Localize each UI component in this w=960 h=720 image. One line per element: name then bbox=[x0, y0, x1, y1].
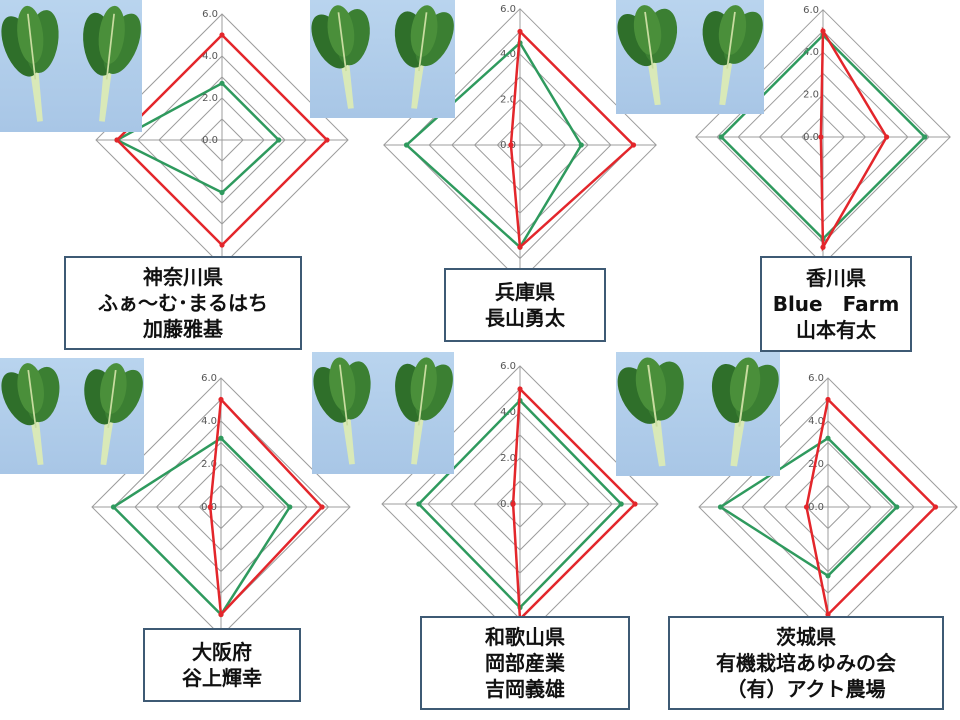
tick-label: 0.0 bbox=[808, 502, 824, 513]
tick-label: 0.0 bbox=[202, 135, 218, 146]
tick-label: 6.0 bbox=[500, 361, 516, 372]
leafy-greens-icon bbox=[1, 5, 141, 122]
tick-label: 6.0 bbox=[808, 373, 824, 384]
data-point bbox=[517, 28, 523, 35]
tick-label: 4.0 bbox=[202, 51, 218, 62]
data-point bbox=[932, 504, 939, 510]
tick-label: 2.0 bbox=[202, 93, 218, 104]
data-point bbox=[825, 573, 831, 579]
data-point bbox=[510, 501, 516, 507]
tick-label: 6.0 bbox=[202, 9, 218, 20]
data-point bbox=[818, 134, 824, 140]
data-point bbox=[517, 244, 523, 250]
data-point bbox=[894, 504, 900, 510]
label-line: 加藤雅基 bbox=[143, 317, 223, 341]
data-point bbox=[517, 386, 523, 392]
vegetable-photo bbox=[616, 0, 764, 114]
data-point bbox=[922, 134, 928, 140]
data-point bbox=[219, 32, 225, 38]
tick-label: 6.0 bbox=[201, 373, 217, 384]
producer-label: 和歌山県岡部産業吉岡義雄 bbox=[420, 616, 630, 710]
label-line: 香川県 bbox=[806, 266, 866, 290]
label-line: Blue Farm bbox=[772, 292, 900, 316]
data-point bbox=[114, 137, 120, 143]
data-point bbox=[820, 244, 826, 250]
tick-label: 0.0 bbox=[500, 140, 516, 151]
data-point bbox=[803, 504, 810, 510]
leafy-greens-icon bbox=[313, 357, 453, 465]
data-point bbox=[820, 28, 826, 34]
data-point bbox=[578, 142, 584, 148]
leafy-greens-icon bbox=[311, 5, 454, 109]
data-point bbox=[219, 80, 225, 86]
leafy-greens-icon bbox=[617, 5, 763, 106]
tick-label: 0.0 bbox=[500, 499, 516, 510]
tick-label: 2.0 bbox=[201, 459, 217, 470]
data-point bbox=[324, 137, 330, 143]
vegetable-photo bbox=[310, 0, 455, 118]
vegetable-photo bbox=[0, 358, 144, 474]
label-line: 神奈川県 bbox=[143, 265, 223, 289]
vegetable-photo bbox=[312, 352, 454, 474]
data-point bbox=[825, 435, 831, 441]
tick-label: 2.0 bbox=[803, 90, 819, 101]
tick-label: 4.0 bbox=[201, 416, 217, 427]
tick-label: 0.0 bbox=[803, 132, 819, 143]
tick-label: 2.0 bbox=[500, 453, 516, 464]
label-line: ふぁ～む･まるはち bbox=[98, 291, 268, 315]
data-point bbox=[219, 242, 225, 248]
tick-label: 4.0 bbox=[803, 47, 819, 58]
producer-label: 大阪府谷上輝幸 bbox=[143, 628, 301, 702]
label-line: 山本有太 bbox=[796, 318, 876, 342]
leafy-greens-icon bbox=[1, 363, 143, 465]
data-point bbox=[508, 142, 514, 148]
tick-label: 4.0 bbox=[808, 416, 824, 427]
data-point bbox=[884, 134, 890, 140]
tick-label: 2.0 bbox=[500, 95, 516, 106]
data-point bbox=[218, 435, 224, 441]
tick-label: 6.0 bbox=[803, 5, 819, 16]
data-point bbox=[319, 504, 325, 510]
data-point bbox=[718, 134, 724, 140]
data-point bbox=[403, 142, 410, 148]
label-line: 茨城県 bbox=[776, 625, 836, 649]
data-point bbox=[416, 501, 422, 507]
label-line: 岡部産業 bbox=[485, 651, 565, 675]
label-line: 有機栽培あゆみの会 bbox=[716, 651, 896, 675]
label-line: （有）アクト農場 bbox=[726, 677, 886, 701]
data-point bbox=[287, 504, 293, 510]
producer-label: 茨城県有機栽培あゆみの会（有）アクト農場 bbox=[668, 616, 944, 710]
label-line: 和歌山県 bbox=[485, 625, 565, 649]
leafy-greens-icon bbox=[617, 357, 779, 467]
data-point bbox=[219, 189, 225, 196]
producer-label: 兵庫県長山勇太 bbox=[444, 268, 606, 342]
label-line: 吉岡義雄 bbox=[485, 677, 565, 701]
vegetable-photo bbox=[616, 352, 780, 476]
label-line: 大阪府 bbox=[192, 640, 252, 664]
producer-label: 神奈川県ふぁ～む･まるはち加藤雅基 bbox=[64, 256, 302, 350]
data-point bbox=[218, 396, 224, 403]
vegetable-photo bbox=[0, 0, 142, 132]
data-point bbox=[630, 142, 637, 148]
data-point bbox=[717, 504, 724, 510]
tick-label: 6.0 bbox=[500, 4, 516, 15]
label-line: 兵庫県 bbox=[495, 280, 555, 304]
data-point bbox=[618, 501, 624, 507]
data-point bbox=[110, 504, 117, 510]
data-point bbox=[218, 611, 224, 618]
data-point bbox=[276, 137, 282, 143]
label-line: 長山勇太 bbox=[485, 306, 565, 330]
data-point bbox=[825, 396, 831, 403]
label-line: 谷上輝幸 bbox=[182, 666, 262, 690]
data-point bbox=[825, 611, 831, 618]
data-point bbox=[632, 501, 638, 507]
data-point bbox=[207, 504, 213, 510]
